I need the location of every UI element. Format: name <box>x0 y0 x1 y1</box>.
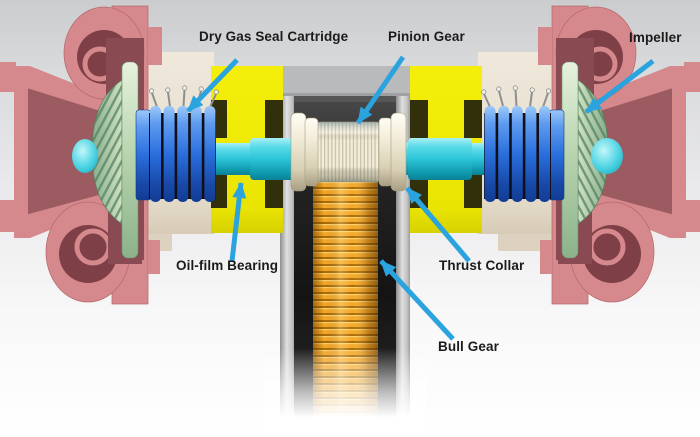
seal-rib <box>177 106 189 202</box>
seal-rib <box>163 106 175 202</box>
label-dry-gas-seal-cartridge: Dry Gas Seal Cartridge <box>199 29 349 44</box>
shaft-nose-right <box>591 138 623 174</box>
label-bull-gear: Bull Gear <box>438 339 499 354</box>
seal-rib <box>150 106 161 202</box>
shaft-boss-right <box>408 138 472 180</box>
bottom-fade <box>264 348 426 437</box>
gearbox-top-block <box>283 66 411 96</box>
label-pinion-gear: Pinion Gear <box>388 29 465 44</box>
arrow-thrust-collar <box>405 186 471 263</box>
bearing-pocket <box>464 100 482 138</box>
pinion-gear <box>315 121 381 183</box>
label-impeller: Impeller <box>629 30 682 45</box>
gearbox-housing-top-edge <box>294 96 396 102</box>
thrust-collar-right <box>378 112 407 192</box>
callout-arrows <box>186 55 655 341</box>
label-thrust-collar: Thrust Collar <box>439 258 525 273</box>
seal-rib <box>190 106 202 202</box>
seal-rib <box>204 106 216 202</box>
shaft-nose-left <box>72 139 98 173</box>
seal-flange <box>135 109 152 201</box>
bearing-pocket <box>265 100 283 138</box>
seal-pin <box>209 93 217 108</box>
volute-casing-left <box>0 5 162 305</box>
impeller-backplate <box>121 61 139 259</box>
label-oil-film-bearing: Oil-film Bearing <box>176 258 279 273</box>
arrow-impeller <box>584 59 655 114</box>
thrust-collar-left <box>290 112 319 192</box>
arrow-dry-gas-seal-cartridge <box>186 58 239 113</box>
seal-pin <box>182 89 186 107</box>
impeller-left <box>91 61 139 259</box>
arrow-oil-film-bearing <box>229 182 247 262</box>
seal-cartridge-left <box>135 85 219 202</box>
shaft-nose-cones <box>72 138 623 174</box>
seal-pin <box>151 92 158 108</box>
arrow-pinion-gear <box>355 55 406 125</box>
arrow-bull-gear <box>379 259 455 341</box>
bearing-pocket <box>410 100 428 138</box>
shaft-boss-left <box>250 138 296 180</box>
seal-pin <box>167 91 171 108</box>
